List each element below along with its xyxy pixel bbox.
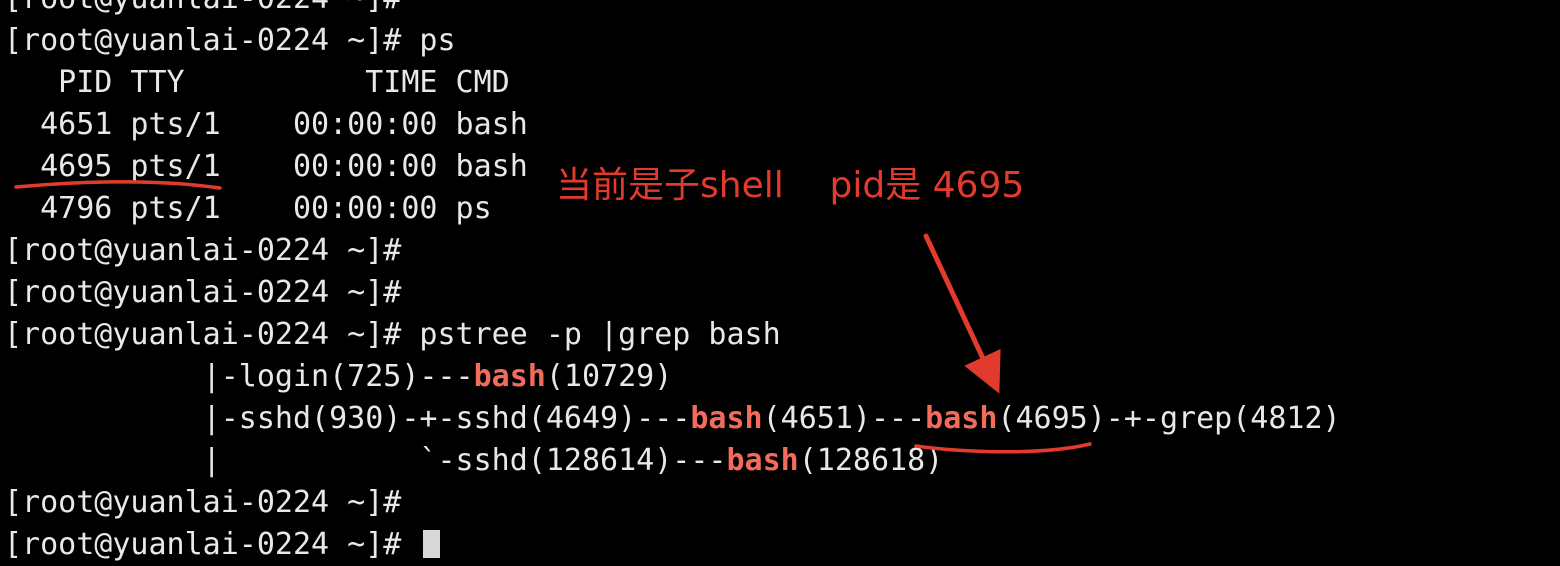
terminal-text: [root@yuanlai-0224 ~]#: [4, 275, 402, 310]
terminal-line: [root@yuanlai-0224 ~]#: [4, 524, 1341, 566]
terminal-line: [root@yuanlai-0224 ~]# pstree -p |grep b…: [4, 314, 1341, 356]
terminal-line: PID TTY TIME CMD: [4, 62, 1341, 104]
terminal-line: 4651 pts/1 00:00:00 bash: [4, 104, 1341, 146]
terminal-line: |-sshd(930)-+-sshd(4649)---bash(4651)---…: [4, 398, 1341, 440]
terminal-text: (4695)-+-grep(4812): [997, 401, 1341, 436]
terminal-line: 4796 pts/1 00:00:00 ps: [4, 188, 1341, 230]
terminal-text: |-sshd(930)-+-sshd(4649)---: [4, 401, 691, 436]
terminal-text: [root@yuanlai-0224 ~]#: [4, 527, 420, 562]
terminal-text: (4651)---: [762, 401, 926, 436]
terminal-line: [root@yuanlai-0224 ~]#: [4, 0, 1341, 20]
terminal-text: 4695 pts/1 00:00:00 bash: [4, 149, 528, 184]
terminal-line: [root@yuanlai-0224 ~]# ps: [4, 20, 1341, 62]
highlighted-text: bash: [726, 443, 799, 478]
cursor-block: [423, 530, 441, 558]
terminal-output: [root@yuanlai-0224 ~]# [root@yuanlai-0224…: [4, 0, 1341, 566]
terminal-line: 4695 pts/1 00:00:00 bash: [4, 146, 1341, 188]
terminal-line: [root@yuanlai-0224 ~]#: [4, 482, 1341, 524]
terminal-text: | `-sshd(128614)---: [4, 443, 727, 478]
terminal-text: [root@yuanlai-0224 ~]#: [4, 0, 401, 16]
annotation-label: 当前是子shell pid是 4695: [556, 165, 1025, 206]
terminal-text: [root@yuanlai-0224 ~]# ps: [4, 23, 456, 58]
terminal-text: [root@yuanlai-0224 ~]#: [4, 233, 402, 268]
terminal-line: | `-sshd(128614)---bash(128618): [4, 440, 1341, 482]
terminal-text: [root@yuanlai-0224 ~]#: [4, 485, 402, 520]
highlighted-text: bash: [925, 401, 998, 436]
highlighted-text: bash: [473, 359, 546, 394]
terminal-text: 4651 pts/1 00:00:00 bash: [4, 107, 528, 142]
highlighted-text: bash: [690, 401, 763, 436]
terminal-line: [root@yuanlai-0224 ~]#: [4, 230, 1341, 272]
terminal-text: [root@yuanlai-0224 ~]# pstree -p |grep b…: [4, 317, 781, 352]
terminal-text: (10729): [545, 359, 673, 394]
terminal-text: 4796 pts/1 00:00:00 ps: [4, 191, 492, 226]
terminal-line: [root@yuanlai-0224 ~]#: [4, 272, 1341, 314]
terminal-text: (128618): [798, 443, 944, 478]
terminal-text: PID TTY TIME CMD: [4, 65, 510, 100]
terminal-line: |-login(725)---bash(10729): [4, 356, 1341, 398]
terminal-text: |-login(725)---: [4, 359, 474, 394]
